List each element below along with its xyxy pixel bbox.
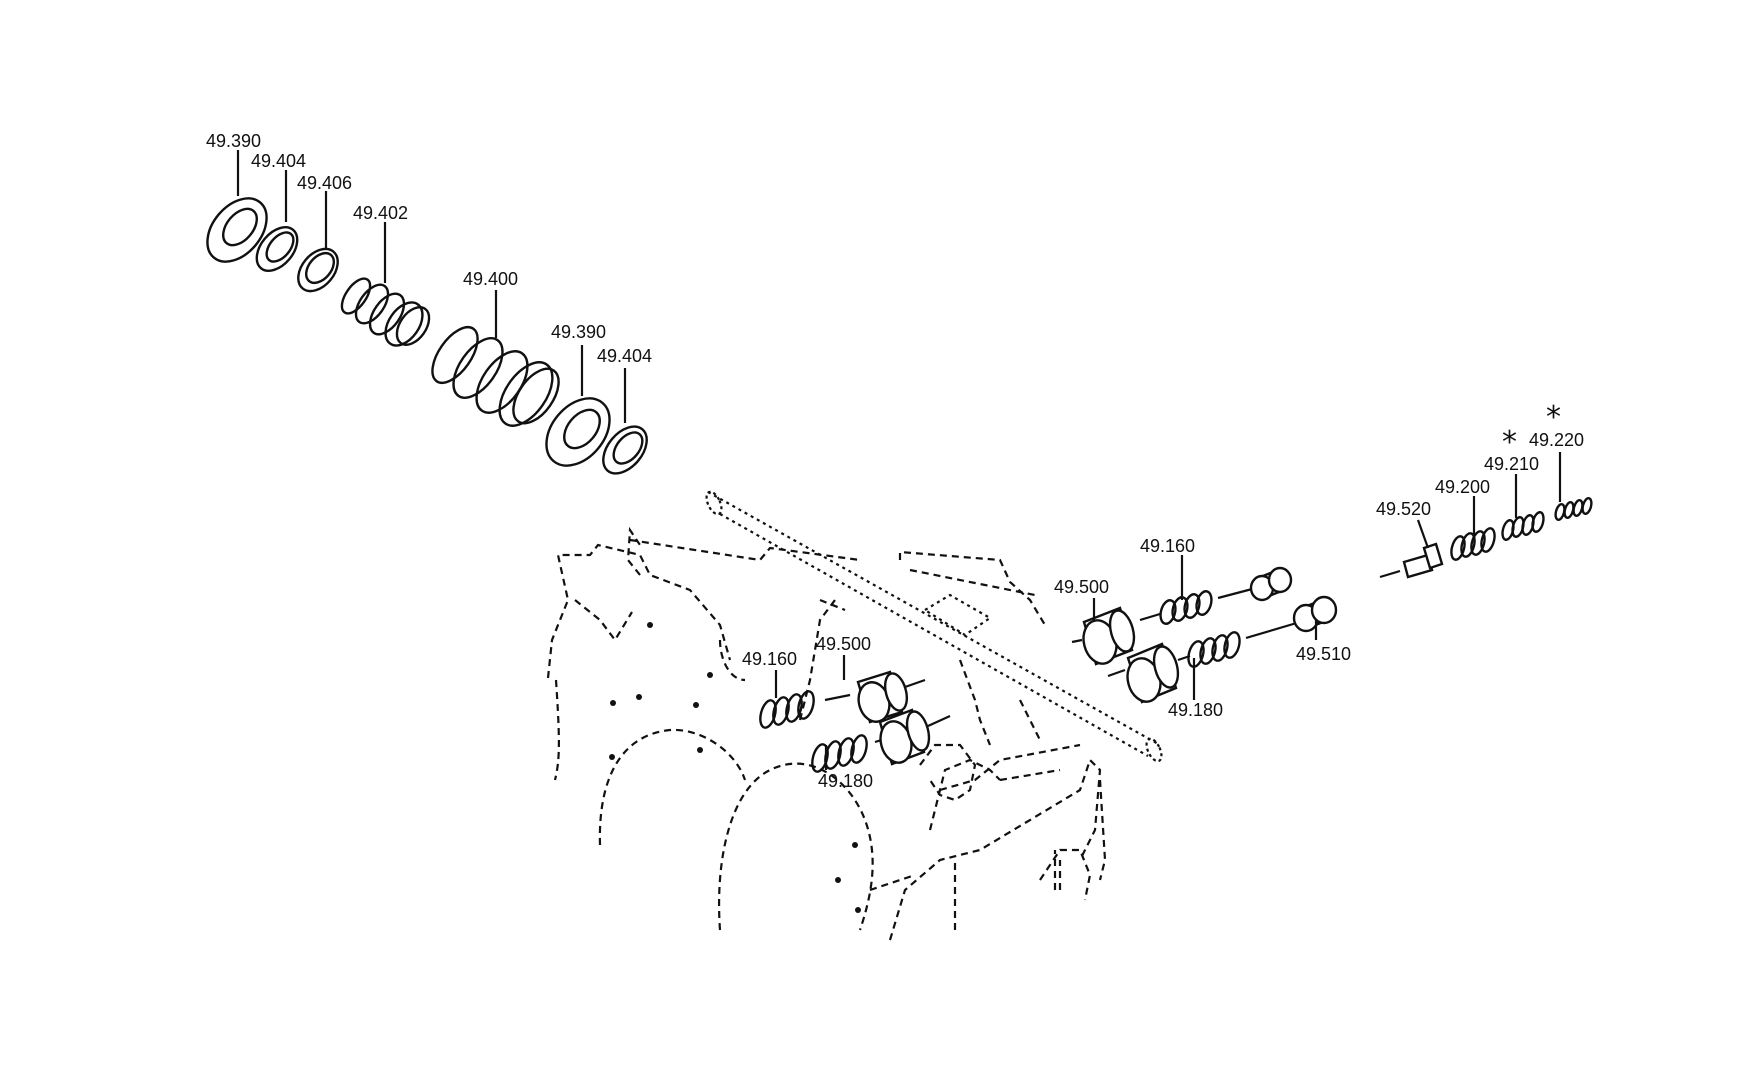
spring-49-220: [1554, 497, 1593, 521]
valve-piston-49-500-c: [1071, 606, 1136, 666]
spring-49-180-b: [1177, 620, 1301, 668]
label-49-404-a: 49.404: [251, 151, 306, 171]
label-49-400: 49.400: [463, 269, 518, 289]
valve-piston-49-500-b: [878, 708, 951, 766]
thrust-washer-49-390-a: [206, 197, 268, 263]
spring-49-210: [1501, 511, 1545, 541]
main-shaft: [705, 490, 1163, 763]
label-49-390-b: 49.390: [551, 322, 606, 342]
snap-ring-49-404-b: [602, 425, 648, 475]
label-49-500-b: 49.500: [1054, 577, 1109, 597]
label-49-404-b: 49.404: [597, 346, 652, 366]
label-49-520: 49.520: [1376, 499, 1431, 519]
snap-ring-49-404-a: [255, 226, 299, 272]
label-49-180-a: 49.180: [818, 771, 873, 791]
spring-49-200: [1450, 527, 1496, 561]
valve-piston-49-500-a: [856, 670, 926, 724]
asterisk-marker-49-210: *: [1502, 425, 1517, 460]
thrust-washer-49-390-b: [545, 397, 611, 467]
piston-rings-49-400: [431, 326, 560, 427]
label-49-160-b: 49.160: [1140, 536, 1195, 556]
spring-49-160-b: [1139, 586, 1257, 625]
label-49-220: 49.220: [1529, 430, 1584, 450]
label-49-160-a: 49.160: [742, 649, 797, 669]
plug-49-510-b: [1292, 595, 1338, 633]
screw-49-520: [1379, 542, 1444, 579]
label-49-500-a: 49.500: [816, 634, 871, 654]
label-49-390-a: 49.390: [206, 131, 261, 151]
spring-49-160-a: [759, 690, 851, 729]
ring-49-406: [297, 247, 339, 293]
valve-piston-49-500-d: [1107, 642, 1180, 704]
plug-49-510-a: [1249, 566, 1293, 602]
leader-lines: [236, 150, 1562, 770]
asterisk-marker-49-220: *: [1546, 400, 1561, 435]
label-49-180-b: 49.180: [1168, 700, 1223, 720]
label-49-402: 49.402: [353, 203, 408, 223]
transmission-housing-outline: [546, 526, 1107, 941]
label-49-406: 49.406: [297, 173, 352, 193]
label-49-510: 49.510: [1296, 644, 1351, 664]
part-number-labels: 49.390 49.404 49.406 49.402 49.400 49.39…: [206, 131, 1584, 791]
label-49-210: 49.210: [1484, 454, 1539, 474]
spring-49-180-a: [811, 734, 889, 773]
spring-rings-49-402: [340, 277, 431, 347]
label-49-200: 49.200: [1435, 477, 1490, 497]
